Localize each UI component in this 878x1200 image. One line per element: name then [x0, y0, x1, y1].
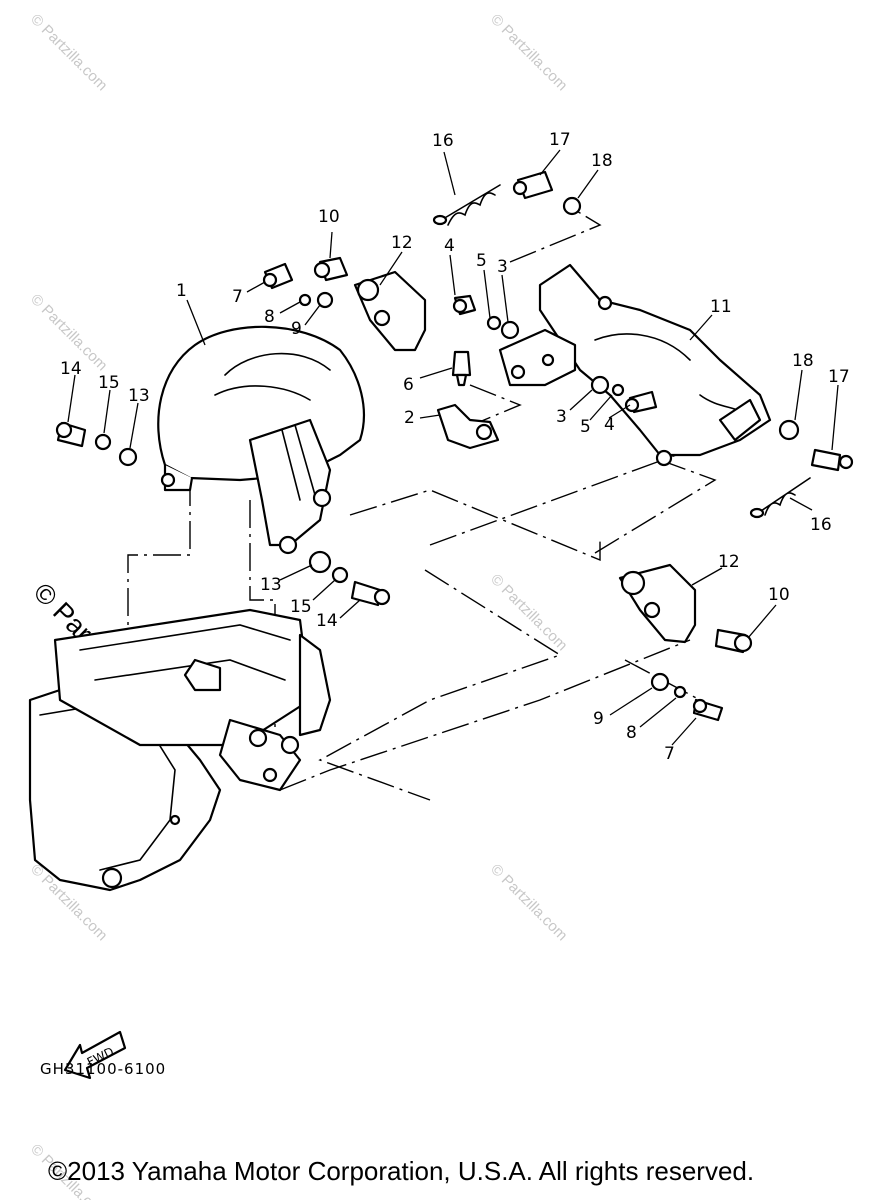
part-10-bolt-upper: [313, 256, 349, 282]
callout-9: 9: [291, 319, 302, 339]
part-15-washer-lower: [331, 566, 349, 584]
callout-3: 3: [556, 407, 567, 427]
callout-6: 6: [403, 375, 414, 395]
part-5-washer-upper: [486, 315, 502, 331]
callout-4: 4: [444, 236, 455, 256]
callout-12: 12: [718, 552, 740, 572]
part-2-clamp: [436, 328, 577, 450]
part-4-bolt-upper: [452, 294, 477, 316]
part-3-collar-upper: [500, 320, 520, 340]
callout-5: 5: [476, 251, 487, 271]
part-17-stud-lower: [810, 448, 854, 472]
watermark: © Partzilla.com: [487, 11, 570, 94]
part-7-bolt-upper: [262, 262, 294, 290]
part-14-bolt-lower: [350, 580, 391, 607]
callout-2: 2: [404, 408, 415, 428]
part-5-washer-lower: [611, 383, 625, 397]
callout-17: 17: [549, 130, 571, 150]
callout-18: 18: [792, 351, 814, 371]
callout-16: 16: [432, 131, 454, 151]
part-13-collar-left: [118, 447, 138, 467]
callout-7: 7: [664, 744, 675, 764]
part-7-bolt-lower: [692, 698, 724, 722]
hull-base: [28, 608, 332, 892]
callout-15: 15: [290, 597, 312, 617]
watermark: © Partzilla.com: [487, 861, 570, 944]
callout-7: 7: [232, 287, 243, 307]
part-16-spring-lower: [749, 477, 811, 519]
callout-14: 14: [316, 611, 338, 631]
callout-17: 17: [828, 367, 850, 387]
callout-13: 13: [128, 386, 150, 406]
callout-10: 10: [318, 207, 340, 227]
part-14-bolt-left: [55, 421, 87, 448]
part-15-washer-left: [94, 433, 112, 451]
part-9-collar-upper: [316, 291, 334, 309]
part-11-bracket: [538, 263, 772, 467]
callout-14: 14: [60, 359, 82, 379]
part-16-spring-upper: [432, 184, 501, 226]
callout-8: 8: [626, 723, 637, 743]
callout-3: 3: [497, 257, 508, 277]
callout-4: 4: [604, 415, 615, 435]
watermark: © Partzilla.com: [487, 571, 570, 654]
copyright-notice: ©2013 Yamaha Motor Corporation, U.S.A. A…: [48, 1156, 755, 1186]
part-12-mount-upper: [353, 270, 427, 352]
part-12-mount-lower: [618, 563, 697, 644]
callout-15: 15: [98, 373, 120, 393]
part-8-washer-upper: [298, 293, 312, 307]
part-13-collar-lower: [308, 550, 332, 574]
callout-1: 1: [176, 281, 187, 301]
part-18-collar-lower: [778, 419, 800, 441]
callout-12: 12: [391, 233, 413, 253]
callout-11: 11: [710, 297, 732, 317]
callout-5: 5: [580, 417, 591, 437]
part-8-washer-lower: [673, 685, 687, 699]
part-3-collar-lower: [590, 375, 610, 395]
callouts: 1 2 3 3 4 4 5 5 6 7 7 8 8 9 9 10 10 11 1…: [60, 130, 850, 764]
hardware: [55, 170, 854, 722]
part-4-bolt-lower: [624, 390, 658, 414]
callout-13: 13: [260, 575, 282, 595]
part-18-collar-upper: [562, 196, 582, 216]
leader-lines: [67, 149, 839, 746]
callout-10: 10: [768, 585, 790, 605]
part-17-stud-upper: [512, 170, 554, 200]
part-10-bolt-lower: [714, 628, 753, 654]
part-9-collar-lower: [650, 672, 670, 692]
callout-18: 18: [591, 151, 613, 171]
part-6-grease-nipple: [451, 350, 472, 387]
diagram-code: GH31100-6100: [40, 1060, 167, 1078]
fwd-arrow-icon: FWD: [63, 1030, 127, 1080]
part-1-cover: [157, 325, 366, 555]
callout-16: 16: [810, 515, 832, 535]
callout-9: 9: [593, 709, 604, 729]
callout-8: 8: [264, 307, 275, 327]
watermark: © Partzilla.com: [27, 11, 110, 94]
